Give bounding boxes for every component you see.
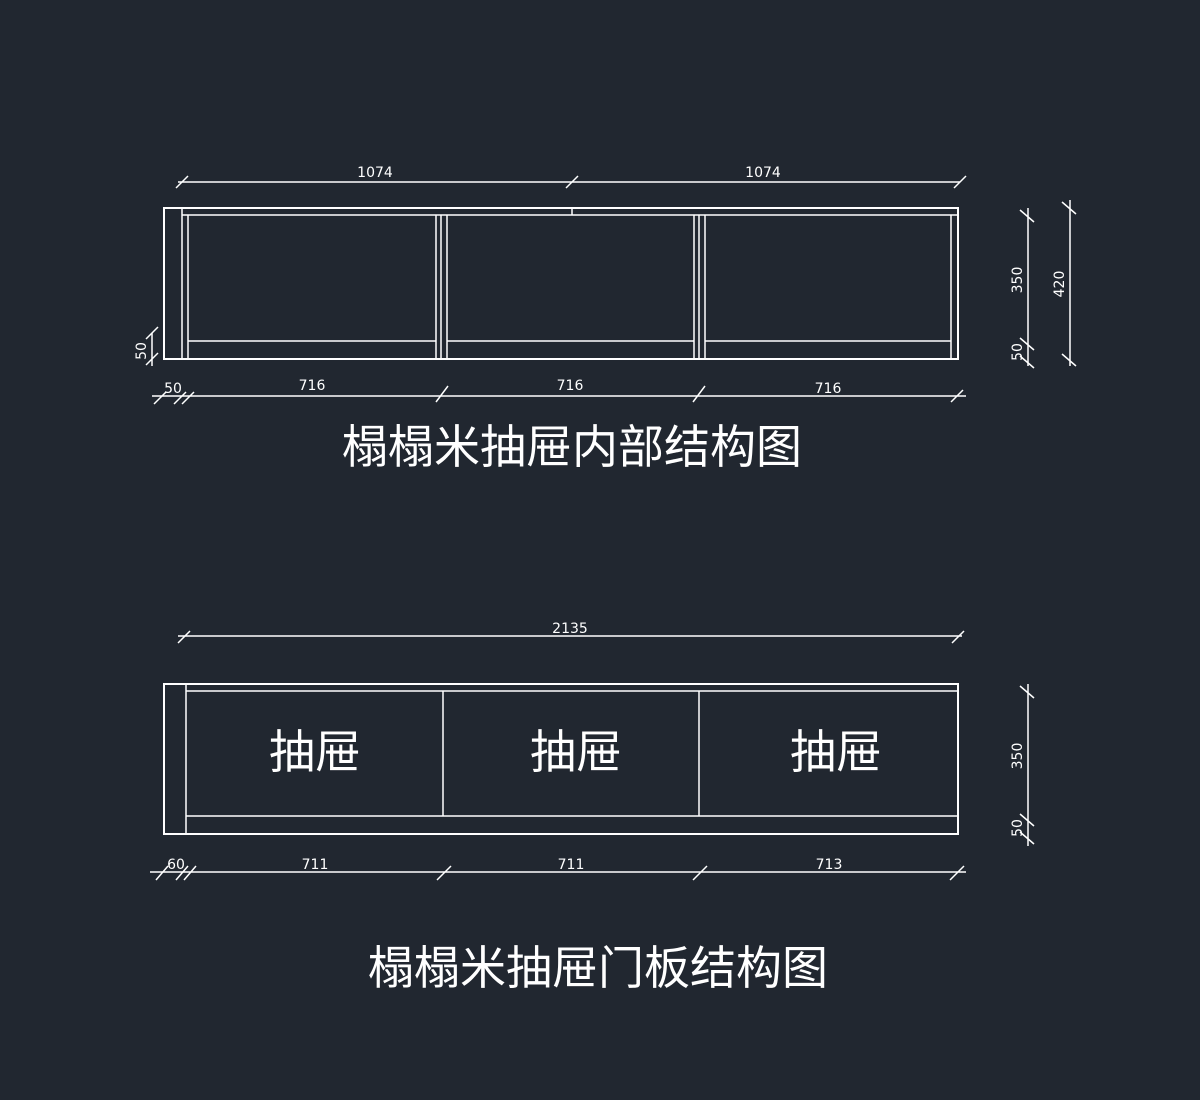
interior-overall-height-dimension: 420 <box>1052 200 1077 367</box>
drawer-label-1: 抽屉 <box>269 725 361 779</box>
interior-right-dimension: 350 50 <box>1010 208 1035 369</box>
dim-bottom-50: 50 <box>164 381 182 397</box>
interior-title: 榻榻米抽屉内部结构图 <box>342 420 802 474</box>
door-title: 榻榻米抽屉门板结构图 <box>368 941 828 995</box>
interior-top-dimension: 1074 1074 <box>175 165 967 189</box>
interior-cabinet-body <box>163 207 959 360</box>
dim-door-711-2: 711 <box>558 857 585 873</box>
dim-door-right-50: 50 <box>1010 819 1026 837</box>
dim-top-right: 1074 <box>745 165 781 181</box>
dim-top-left: 1074 <box>357 165 393 181</box>
door-cabinet-body <box>163 683 959 835</box>
door-right-dimension: 350 50 <box>1010 684 1035 846</box>
drawer-label-3: 抽屉 <box>790 725 882 779</box>
dim-door-60: 60 <box>167 857 185 873</box>
dim-left-50: 50 <box>134 342 150 360</box>
dim-door-711-1: 711 <box>302 857 329 873</box>
dim-right-50: 50 <box>1010 343 1026 361</box>
door-panel-drawing: 2135 抽屉 抽屉 抽屉 350 50 <box>150 621 1035 995</box>
dim-bottom-716-1: 716 <box>299 378 326 394</box>
dim-door-right-350: 350 <box>1010 743 1026 770</box>
dim-door-2135: 2135 <box>552 621 588 637</box>
dim-bottom-716-2: 716 <box>557 378 584 394</box>
dim-overall-420: 420 <box>1052 271 1068 298</box>
drawer-label-2: 抽屉 <box>530 725 622 779</box>
dim-right-350: 350 <box>1010 267 1026 294</box>
door-top-dimension: 2135 <box>177 621 965 644</box>
interior-left-dimension: 50 <box>134 326 159 366</box>
dim-bottom-716-3: 716 <box>815 381 842 397</box>
interior-bottom-dimension: 50 716 716 716 <box>152 378 966 405</box>
door-bottom-dimension: 60 711 711 713 <box>150 857 966 881</box>
interior-structure-drawing: 1074 1074 <box>134 165 1077 474</box>
dim-door-713: 713 <box>816 857 843 873</box>
